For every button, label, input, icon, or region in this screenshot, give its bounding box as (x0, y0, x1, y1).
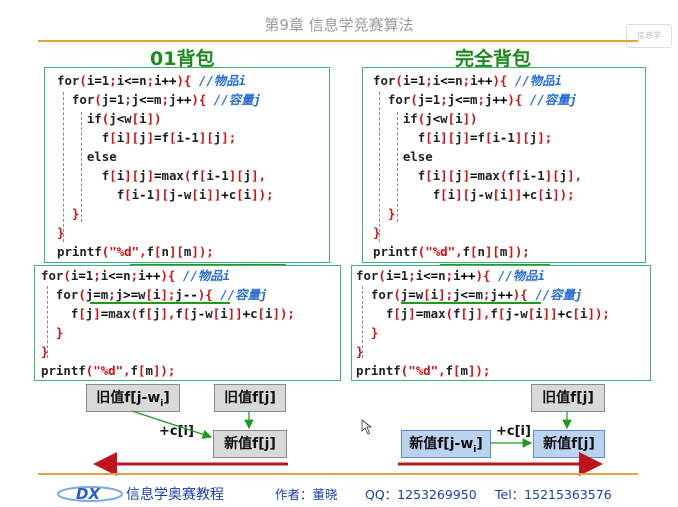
top-divider (38, 40, 638, 42)
code-line: } (356, 344, 364, 359)
code-line: f[i-1][j-w[i]]+c[i]); (116, 187, 274, 202)
footer-author: 作者：董晓 (275, 487, 338, 502)
code-line: } (373, 225, 381, 240)
code-line: for(j=1;j<=m;j++){ //容量j (71, 92, 261, 107)
code-line: } (71, 206, 80, 221)
code-box-01-1d: for(i=1;i<=n;i++){ //物品i for(j=m;j>=w[i]… (34, 265, 341, 381)
chapter-title: 第9章 信息学竞赛算法 (264, 16, 414, 34)
code-line: } (55, 325, 64, 340)
code-line: for(j=m;j>=w[i];j--){ //容量j (55, 287, 268, 302)
code-line: printf("%d",f[m]); (356, 363, 491, 378)
footer-tel: Tel：15215363576 (495, 487, 612, 502)
code-block-01-2d: for(i=1;i<=n;i++){ //物品i for(j=1;j<=m;j+… (57, 71, 274, 261)
code-line: for(i=1;i<=n;i++){ //物品i (356, 268, 546, 283)
code-line: } (41, 344, 49, 359)
code-line: } (57, 225, 65, 240)
code-line: } (370, 325, 379, 340)
code-line: f[j]=max(f[j],f[j-w[i]]+c[i]); (70, 306, 295, 321)
code-line: f[i][j]=f[i-1][j]; (417, 130, 553, 145)
node-old-value: 旧值f[j] (531, 384, 605, 412)
svg-text:DX: DX (76, 485, 101, 503)
highlight-underline (401, 302, 541, 304)
code-line: for(j=w[i];j<=m;j++){ //容量j (370, 287, 583, 302)
code-line: for(i=1;i<=n;i++){ //物品i (57, 73, 247, 88)
highlight-underline (90, 302, 230, 304)
code-line: f[j]=max(f[j],f[j-w[i]]+c[i]); (385, 306, 610, 321)
code-block-complete-1d: for(i=1;i<=n;i++){ //物品i for(j=w[i];j<=m… (356, 266, 610, 380)
code-line: f[i][j]=max(f[i-1][j], (417, 168, 583, 183)
course-logo-icon: DX (57, 485, 123, 503)
code-box-complete-1d: for(i=1;i<=n;i++){ //物品i for(j=w[i];j<=m… (351, 265, 651, 381)
code-box-complete-2d: for(i=1;i<=n;i++){ //物品i for(j=1;j<=m;j+… (362, 67, 646, 266)
code-line: else (86, 149, 117, 164)
heading-01-knapsack: 01背包 (150, 48, 215, 70)
code-line: printf("%d",f[n][m]); (57, 244, 214, 259)
node-old-value: 旧值f[j] (214, 384, 286, 412)
code-line: if(j<w[i]) (402, 111, 478, 126)
code-line: if(j<w[i]) (86, 111, 162, 126)
corner-logo: 信息学 (626, 24, 672, 48)
node-old-value-shift: 旧值f[j-wi] (86, 384, 180, 412)
footer-course: 信息学奥赛教程 (126, 487, 224, 503)
footer-qq: QQ：1253269950 (365, 487, 477, 502)
code-box-01-2d: for(i=1;i<=n;i++){ //物品i for(j=1;j<=m;j+… (44, 67, 330, 266)
add-label: +c[i] (496, 424, 531, 439)
code-line: else (402, 149, 433, 164)
code-line: } (387, 206, 396, 221)
code-line: for(i=1;i<=n;i++){ //物品i (41, 268, 231, 283)
code-line: for(i=1;i<=n;i++){ //物品i (373, 73, 563, 88)
heading-complete-knapsack: 完全背包 (455, 48, 532, 70)
node-new-value-shift: 新值f[j-wi] (401, 430, 491, 458)
code-line: printf("%d",f[m]); (41, 363, 176, 378)
add-label: +c[i] (159, 424, 194, 439)
node-new-value: 新值f[j] (533, 430, 605, 458)
code-block-complete-2d: for(i=1;i<=n;i++){ //物品i for(j=1;j<=m;j+… (373, 71, 582, 261)
code-line: for(j=1;j<=m;j++){ //容量j (387, 92, 577, 107)
bottom-divider (38, 473, 638, 475)
code-line: printf("%d",f[n][m]); (373, 244, 530, 259)
code-line: f[i][j-w[i]]+c[i]); (432, 187, 575, 202)
code-line: f[i][j]=f[i-1][j]; (101, 130, 237, 145)
code-block-01-1d: for(i=1;i<=n;i++){ //物品i for(j=m;j>=w[i]… (41, 266, 295, 380)
node-new-value: 新值f[j] (213, 430, 287, 458)
code-line: f[i][j]=max(f[i-1][j], (101, 168, 267, 183)
